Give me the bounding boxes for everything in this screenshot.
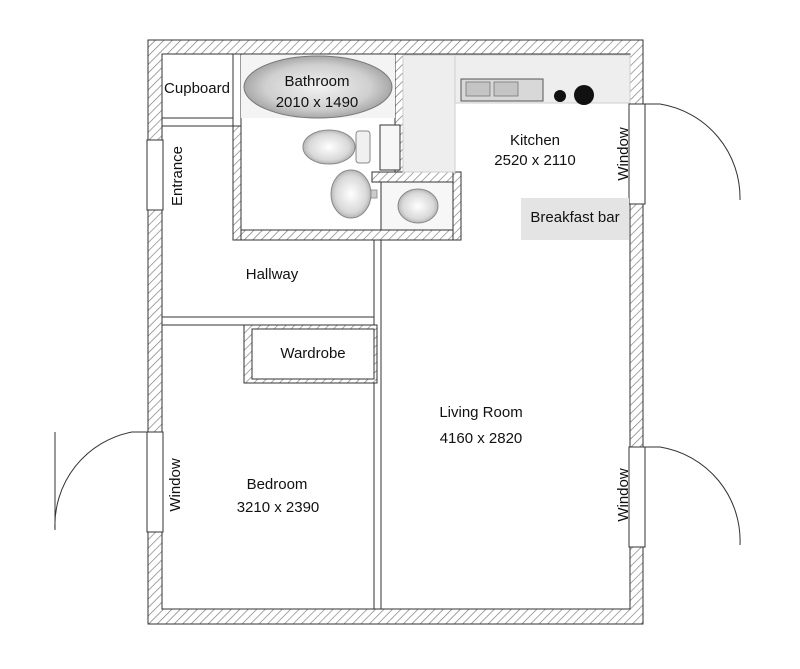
labels: Cupboard Bathroom 2010 x 1490 Kitchen 25… xyxy=(164,73,632,522)
interior-walls xyxy=(161,53,462,610)
bedroom-size: 3210 x 2390 xyxy=(237,499,320,516)
toilet-bowl xyxy=(302,129,356,165)
cupboard-bottom-wall xyxy=(161,117,236,127)
entrance-label: Entrance xyxy=(169,146,186,206)
utility-wall xyxy=(371,171,462,183)
wardrobe-label: Wardrobe xyxy=(280,345,345,362)
bathroom-fixtures xyxy=(241,55,454,231)
stove-burner-small xyxy=(554,90,566,102)
kitchen-size: 2520 x 2110 xyxy=(494,152,575,169)
sink-bowl-right xyxy=(493,81,519,97)
bedroom-window-opening xyxy=(146,431,164,533)
entrance-opening xyxy=(146,139,164,211)
wall-openings xyxy=(146,103,646,548)
wardrobe-inner xyxy=(251,328,375,380)
kitchen-name: Kitchen xyxy=(510,132,560,149)
bathroom-name: Bathroom xyxy=(284,73,349,90)
bathroom-size: 2010 x 1490 xyxy=(276,94,359,111)
kitchen-counter-side xyxy=(402,54,456,173)
bathtub xyxy=(243,55,393,119)
breakfast-bar-label: Breakfast bar xyxy=(530,209,619,226)
sink-bowl-left xyxy=(465,81,491,97)
stove-burner-large xyxy=(574,85,594,105)
hallway-label: Hallway xyxy=(246,266,299,283)
toilet-tank xyxy=(355,130,371,164)
bathroom-bottom-wall xyxy=(232,229,462,241)
cupboard-right-wall xyxy=(232,53,242,127)
utility-right-wall xyxy=(452,171,462,241)
living-room-size: 4160 x 2820 xyxy=(440,430,523,447)
living-divider-wall xyxy=(373,239,382,610)
outer-walls xyxy=(147,39,644,625)
door-swings xyxy=(54,103,741,546)
basin-tap xyxy=(370,189,378,199)
breakfast-bar-counter xyxy=(521,198,629,240)
kitchen-window-label: Window xyxy=(615,127,632,181)
bedroom-door-swing xyxy=(54,431,147,531)
kitchen-door-swing xyxy=(645,103,741,201)
bathroom-left-wall xyxy=(232,119,242,241)
vanity-unit xyxy=(379,124,401,171)
living-window-label: Window xyxy=(615,468,632,522)
living-room-name: Living Room xyxy=(439,404,522,421)
living-door-swing xyxy=(645,446,741,546)
hallway-bottom-wall xyxy=(161,316,378,326)
bedroom-name: Bedroom xyxy=(247,476,308,493)
basin xyxy=(330,169,372,219)
bedroom-window-label: Window xyxy=(167,458,184,512)
washing-machine-drum xyxy=(397,188,439,224)
cupboard-label: Cupboard xyxy=(164,80,230,97)
kitchen-fixtures xyxy=(402,54,631,240)
